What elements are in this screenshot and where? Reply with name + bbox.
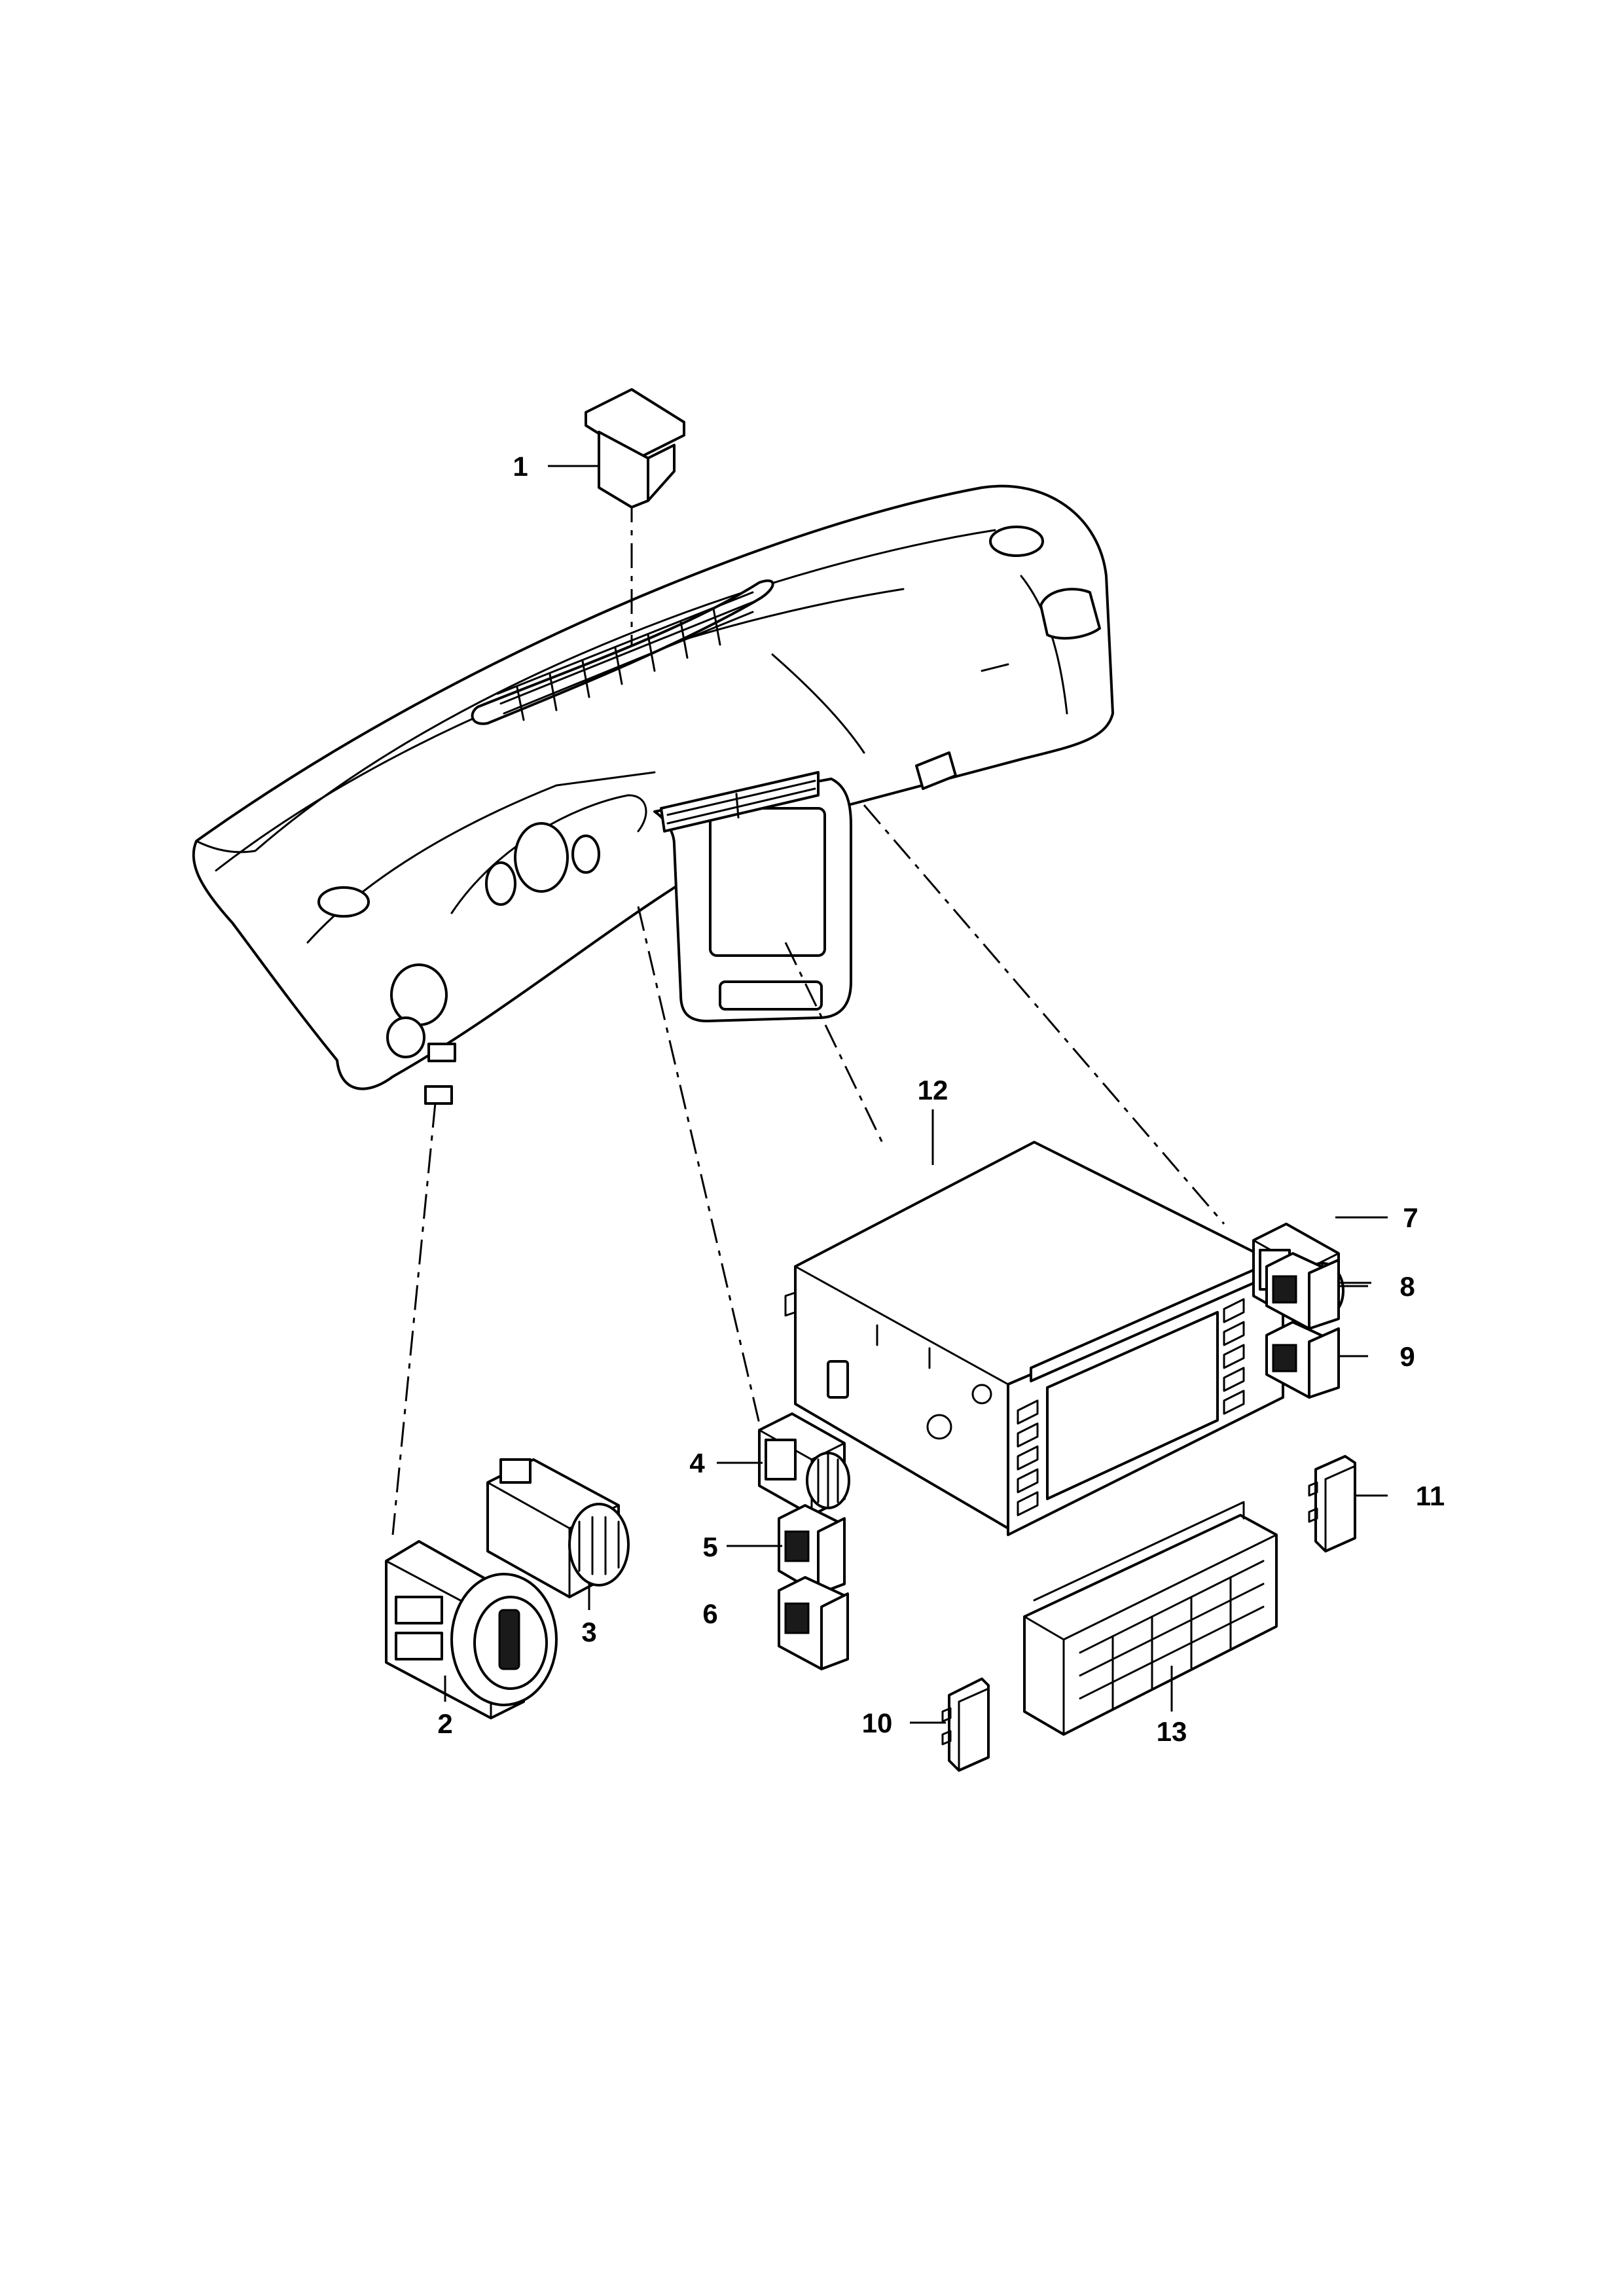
part-4-rotary-control: [758, 1412, 850, 1516]
callout-3: 3: [581, 1617, 596, 1647]
callout-2: 2: [437, 1708, 452, 1739]
callout-6: 6: [702, 1598, 717, 1629]
callout-12: 12: [918, 1075, 948, 1105]
part-9-push-switch: [1265, 1321, 1340, 1399]
assembly-link-lines: [391, 497, 1225, 1535]
callout-8: 8: [1399, 1271, 1415, 1302]
part-5-push-switch: [778, 1504, 846, 1595]
callout-9: 9: [1399, 1341, 1415, 1372]
callout-7: 7: [1403, 1202, 1418, 1233]
centre-display-opening: [709, 807, 826, 957]
part-12-head-unit: [784, 1141, 1284, 1536]
callout-4: 4: [689, 1448, 705, 1479]
glovebox-handle: [915, 751, 957, 790]
left-air-vent: [390, 963, 448, 1026]
right-speaker-grille: [989, 526, 1044, 557]
part-11-blank-cover: [1308, 1455, 1356, 1552]
part-1-switch: [585, 388, 685, 509]
part-10-blank-cover: [941, 1677, 990, 1772]
part-8-push-switch: [1265, 1252, 1340, 1330]
callout-13: 13: [1157, 1716, 1187, 1747]
callout-10: 10: [862, 1708, 893, 1738]
instrument-gauge: [514, 822, 569, 893]
callout-1: 1: [513, 451, 528, 482]
part-13-climate-control: [1023, 1501, 1278, 1736]
dashboard: [192, 484, 1114, 1105]
windshield-vent-grille: [471, 579, 774, 725]
part-3-rotary-switch: [486, 1458, 630, 1598]
right-air-vent: [1039, 588, 1101, 640]
leader-lines: [444, 465, 1388, 1724]
callout-labels: 1 2 3 4 5 6 7 8 9 10 11 12 13: [437, 451, 1445, 1747]
part-2-light-switch: [385, 1540, 558, 1719]
part-6-push-switch: [778, 1576, 849, 1670]
callout-11: 11: [1416, 1480, 1445, 1511]
callout-5: 5: [702, 1532, 717, 1562]
left-speaker-grille: [317, 886, 370, 918]
